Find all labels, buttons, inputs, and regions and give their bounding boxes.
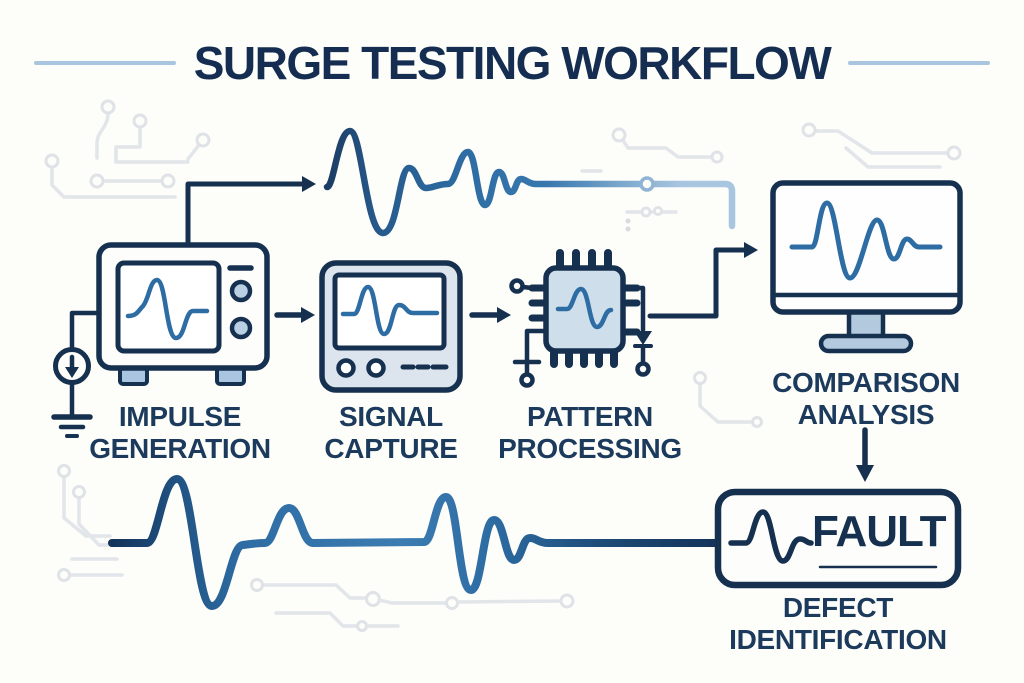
stage-label-impulse-generation: IMPULSE GENERATION [55,401,305,465]
current-source-icon [53,310,102,420]
chip-pins [550,346,618,368]
header: SURGE TESTING WORKFLOW [0,36,1024,90]
title-rule-left [33,61,176,65]
impulse-output-waveform [185,127,736,248]
arrowhead-icon [744,242,758,258]
stage-label-line: DEFECT [782,592,894,623]
page-title: SURGE TESTING WORKFLOW [193,37,832,89]
comparison-trace [789,200,943,281]
pattern-trace [555,286,614,330]
processing-to-monitor-connector [647,242,758,319]
arrowhead-icon [302,176,316,192]
captured-trace [340,284,440,337]
stage-label-line: IDENTIFICATION [729,623,947,655]
stage-label-signal-capture: SIGNAL CAPTURE [266,401,516,465]
fault-waveform-icon [728,509,814,564]
impulse-trace [125,277,210,341]
title-rule-right [848,61,991,65]
stage-label-line: COMPARISON [772,367,960,398]
trace-node-icon [639,176,655,192]
knob-icon [229,316,253,340]
fault-indicator-icon [714,488,962,589]
stage-label-line: PATTERN [527,401,653,432]
ground-icon [51,414,93,438]
stage-label-line: ANALYSIS [797,398,935,430]
stage-label-line: PROCESSING [498,432,682,464]
stage-label-line: IMPULSE [118,401,242,432]
arrowhead-icon [497,307,511,323]
stage-label-pattern-processing: PATTERN PROCESSING [465,401,715,465]
background-circuit-traces [44,99,962,632]
analysis-to-fault-arrow [856,427,874,482]
device-screen [115,260,222,354]
stage-label-line: GENERATION [89,432,271,464]
fault-label: FAULT [812,507,947,556]
signal-capture-device-icon [319,260,463,393]
arrowhead-icon [65,367,79,378]
terminal-icon [509,278,525,294]
impulse-generator-icon [96,242,270,386]
monitor-base [818,333,914,354]
knob-icon [229,279,253,303]
chip-pins [556,249,612,272]
processor-chip-icon [509,249,653,388]
processed-signal-waveform [108,475,721,610]
diode-icon [634,331,652,345]
flow-arrow-impulse-to-capture [274,307,315,323]
monitor-icon [770,180,963,354]
arrowhead-icon [301,307,315,323]
chip-pins [528,284,550,322]
arrowhead-icon [856,465,874,482]
terminal-icon [519,372,535,388]
terminal-icon [635,361,651,377]
stage-label-comparison-analysis: COMPARISON ANALYSIS [741,367,991,431]
flow-arrow-capture-to-processing [469,307,511,323]
knob-icon [366,358,386,378]
stage-label-defect-identification: DEFECT IDENTIFICATION [713,592,963,656]
stage-label-line: SIGNAL [339,401,443,432]
stage-label-line: CAPTURE [324,432,458,464]
knob-icon [336,358,356,378]
